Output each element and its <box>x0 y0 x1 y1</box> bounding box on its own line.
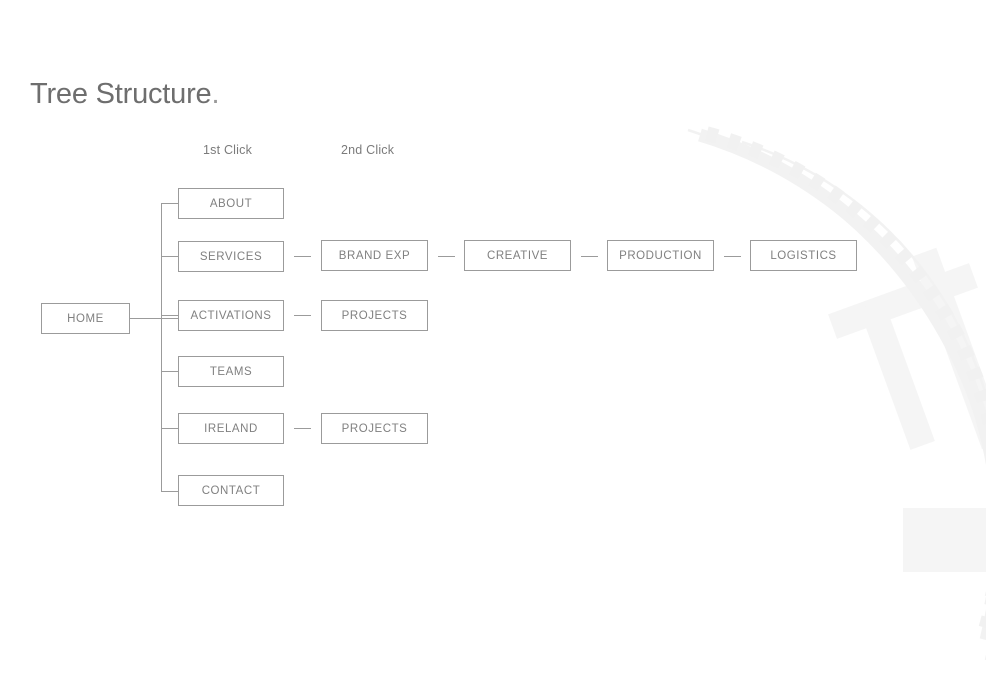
node-services[interactable]: SERVICES <box>178 241 284 272</box>
node-production[interactable]: PRODUCTION <box>607 240 714 271</box>
column-header-1st-click: 1st Click <box>203 143 253 157</box>
page-title-dot: . <box>211 78 220 110</box>
page-title: Tree Structure. <box>30 78 220 111</box>
node-logistics[interactable]: LOGISTICS <box>750 240 857 271</box>
node-ireland-projects[interactable]: PROJECTS <box>321 413 428 444</box>
node-about[interactable]: ABOUT <box>178 188 284 219</box>
node-teams[interactable]: TEAMS <box>178 356 284 387</box>
column-header-2nd-click: 2nd Click <box>341 143 395 157</box>
node-activations[interactable]: ACTIVATIONS <box>178 300 284 331</box>
node-activations-projects[interactable]: PROJECTS <box>321 300 428 331</box>
node-contact[interactable]: CONTACT <box>178 475 284 506</box>
node-home[interactable]: HOME <box>41 303 130 334</box>
node-creative[interactable]: CREATIVE <box>464 240 571 271</box>
node-ireland[interactable]: IRELAND <box>178 413 284 444</box>
node-brand-exp[interactable]: BRAND EXP <box>321 240 428 271</box>
page-title-text: Tree Structure <box>30 78 212 110</box>
